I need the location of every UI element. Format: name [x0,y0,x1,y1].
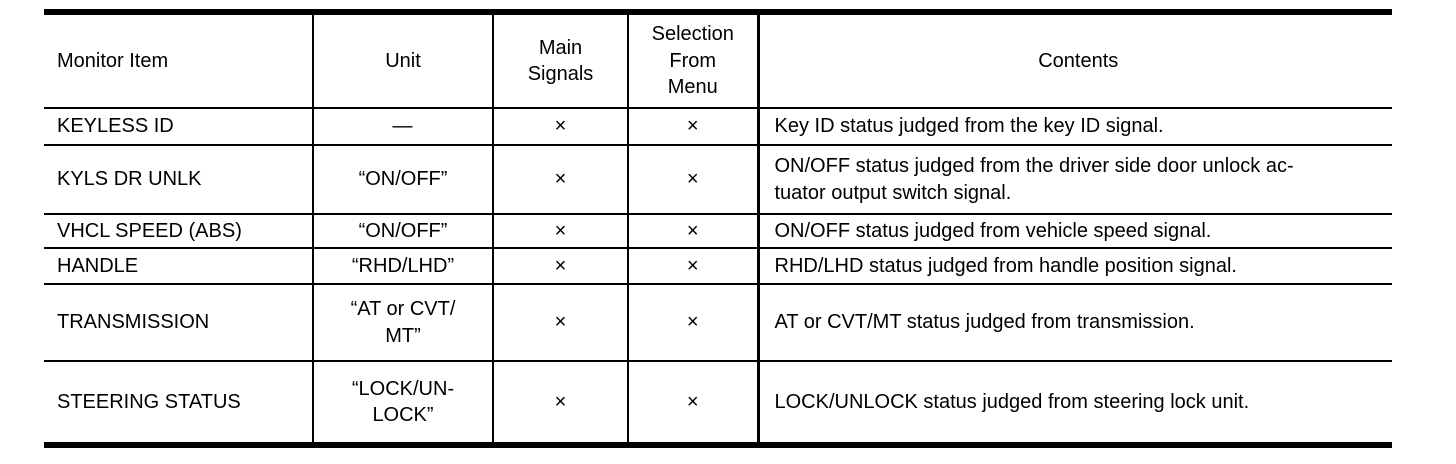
unit-cell: “ON/OFF” [313,213,494,248]
unit-cell: “RHD/LHD” [313,247,494,284]
header-contents: Contents [1038,49,1119,72]
header-unit: Unit [313,12,494,108]
header-selection-from-menu: Selection From Menu [628,12,760,108]
main-signals-cell: × [493,107,629,145]
contents-cell: RHD/LHD status judged from handle positi… [758,247,1392,284]
contents-cell: ON/OFF status judged from the driver sid… [758,144,1392,214]
header-main-signals: Main Signals [493,12,629,108]
unit-cell: “AT or CVT/ MT” [313,283,494,361]
selection-from-menu-cell: × [628,213,760,248]
monitor-item-cell: KYLS DR UNLK [44,144,314,214]
unit-cell: — [313,107,494,145]
table-row: HANDLE “RHD/LHD” × × RHD/LHD status judg… [44,247,1392,284]
header-monitor-item: Monitor Item [44,12,314,108]
main-signals-cell: × [493,144,629,214]
table-row: KYLS DR UNLK “ON/OFF” × × ON/OFF status … [44,144,1392,214]
table-row: KEYLESS ID — × × Key ID status judged fr… [44,107,1392,145]
selection-from-menu-cell: × [628,107,760,145]
contents-cell: Key ID status judged from the key ID sig… [758,107,1392,145]
selection-from-menu-cell: × [628,283,760,361]
contents-cell: AT or CVT/MT status judged from transmis… [758,283,1392,361]
main-signals-cell: × [493,283,629,361]
unit-cell: “LOCK/UN- LOCK” [313,360,494,445]
monitor-item-cell: VHCL SPEED (ABS) [44,213,314,248]
main-signals-cell: × [493,247,629,284]
contents-cell: ON/OFF status judged from vehicle speed … [758,213,1392,248]
monitor-item-cell: STEERING STATUS [44,360,314,445]
unit-cell: “ON/OFF” [313,144,494,214]
selection-from-menu-cell: × [628,247,760,284]
table-row: TRANSMISSION “AT or CVT/ MT” × × AT or C… [44,283,1392,361]
monitor-item-cell: TRANSMISSION [44,283,314,361]
table-row: VHCL SPEED (ABS) “ON/OFF” × × ON/OFF sta… [44,213,1392,248]
monitor-item-cell: KEYLESS ID [44,107,314,145]
header-row: Monitor Item Unit Main Signals Selection… [44,12,1392,108]
table-row: STEERING STATUS “LOCK/UN- LOCK” × × LOCK… [44,360,1392,445]
selection-from-menu-cell: × [628,144,760,214]
monitor-item-cell: HANDLE [44,247,314,284]
selection-from-menu-cell: × [628,360,760,445]
monitor-items-table: Monitor Item Unit Main Signals Selection… [44,9,1392,448]
main-signals-cell: × [493,213,629,248]
contents-cell: LOCK/UNLOCK status judged from steering … [758,360,1392,445]
main-signals-cell: × [493,360,629,445]
